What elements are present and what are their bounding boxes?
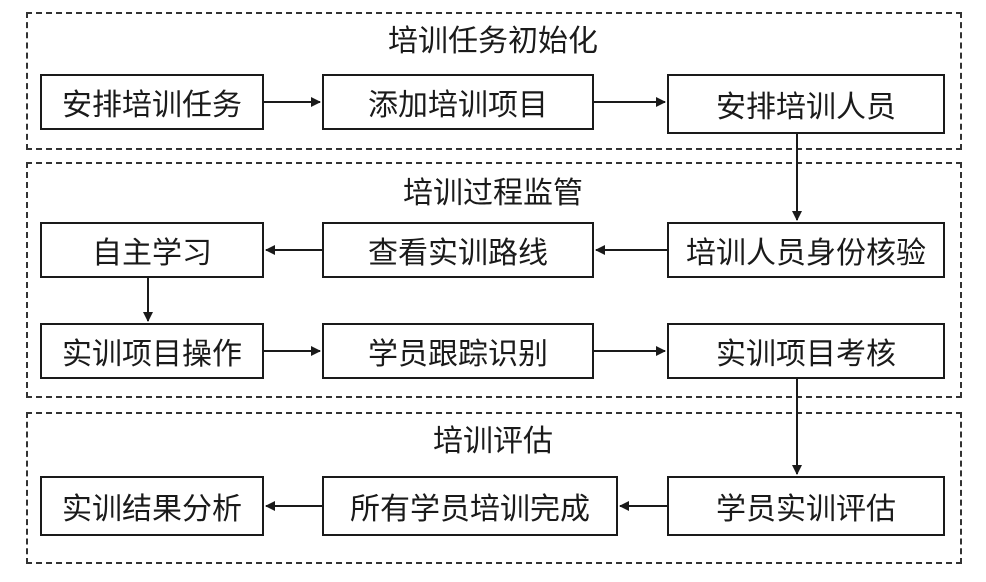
node-arrange-staff: 安排培训人员 [667, 74, 945, 134]
section-task-init [26, 12, 962, 150]
node-project-operation: 实训项目操作 [40, 323, 264, 379]
node-trainee-tracking: 学员跟踪识别 [322, 323, 594, 379]
node-verify-identity: 培训人员身份核验 [667, 222, 945, 278]
section-title-evaluation: 培训评估 [433, 424, 553, 459]
node-add-project: 添加培训项目 [322, 74, 594, 130]
node-result-analysis: 实训结果分析 [40, 476, 264, 536]
node-trainee-evaluation: 学员实训评估 [667, 476, 945, 536]
node-view-route: 查看实训路线 [322, 222, 594, 278]
section-title-process-supervision: 培训过程监管 [403, 176, 583, 211]
section-evaluation [26, 412, 962, 564]
node-self-study: 自主学习 [40, 222, 264, 278]
section-title-task-init: 培训任务初始化 [388, 24, 598, 59]
node-arrange-task: 安排培训任务 [40, 74, 264, 130]
section-process-supervision [26, 162, 962, 398]
node-all-complete: 所有学员培训完成 [322, 476, 618, 536]
node-project-assessment: 实训项目考核 [667, 323, 945, 379]
